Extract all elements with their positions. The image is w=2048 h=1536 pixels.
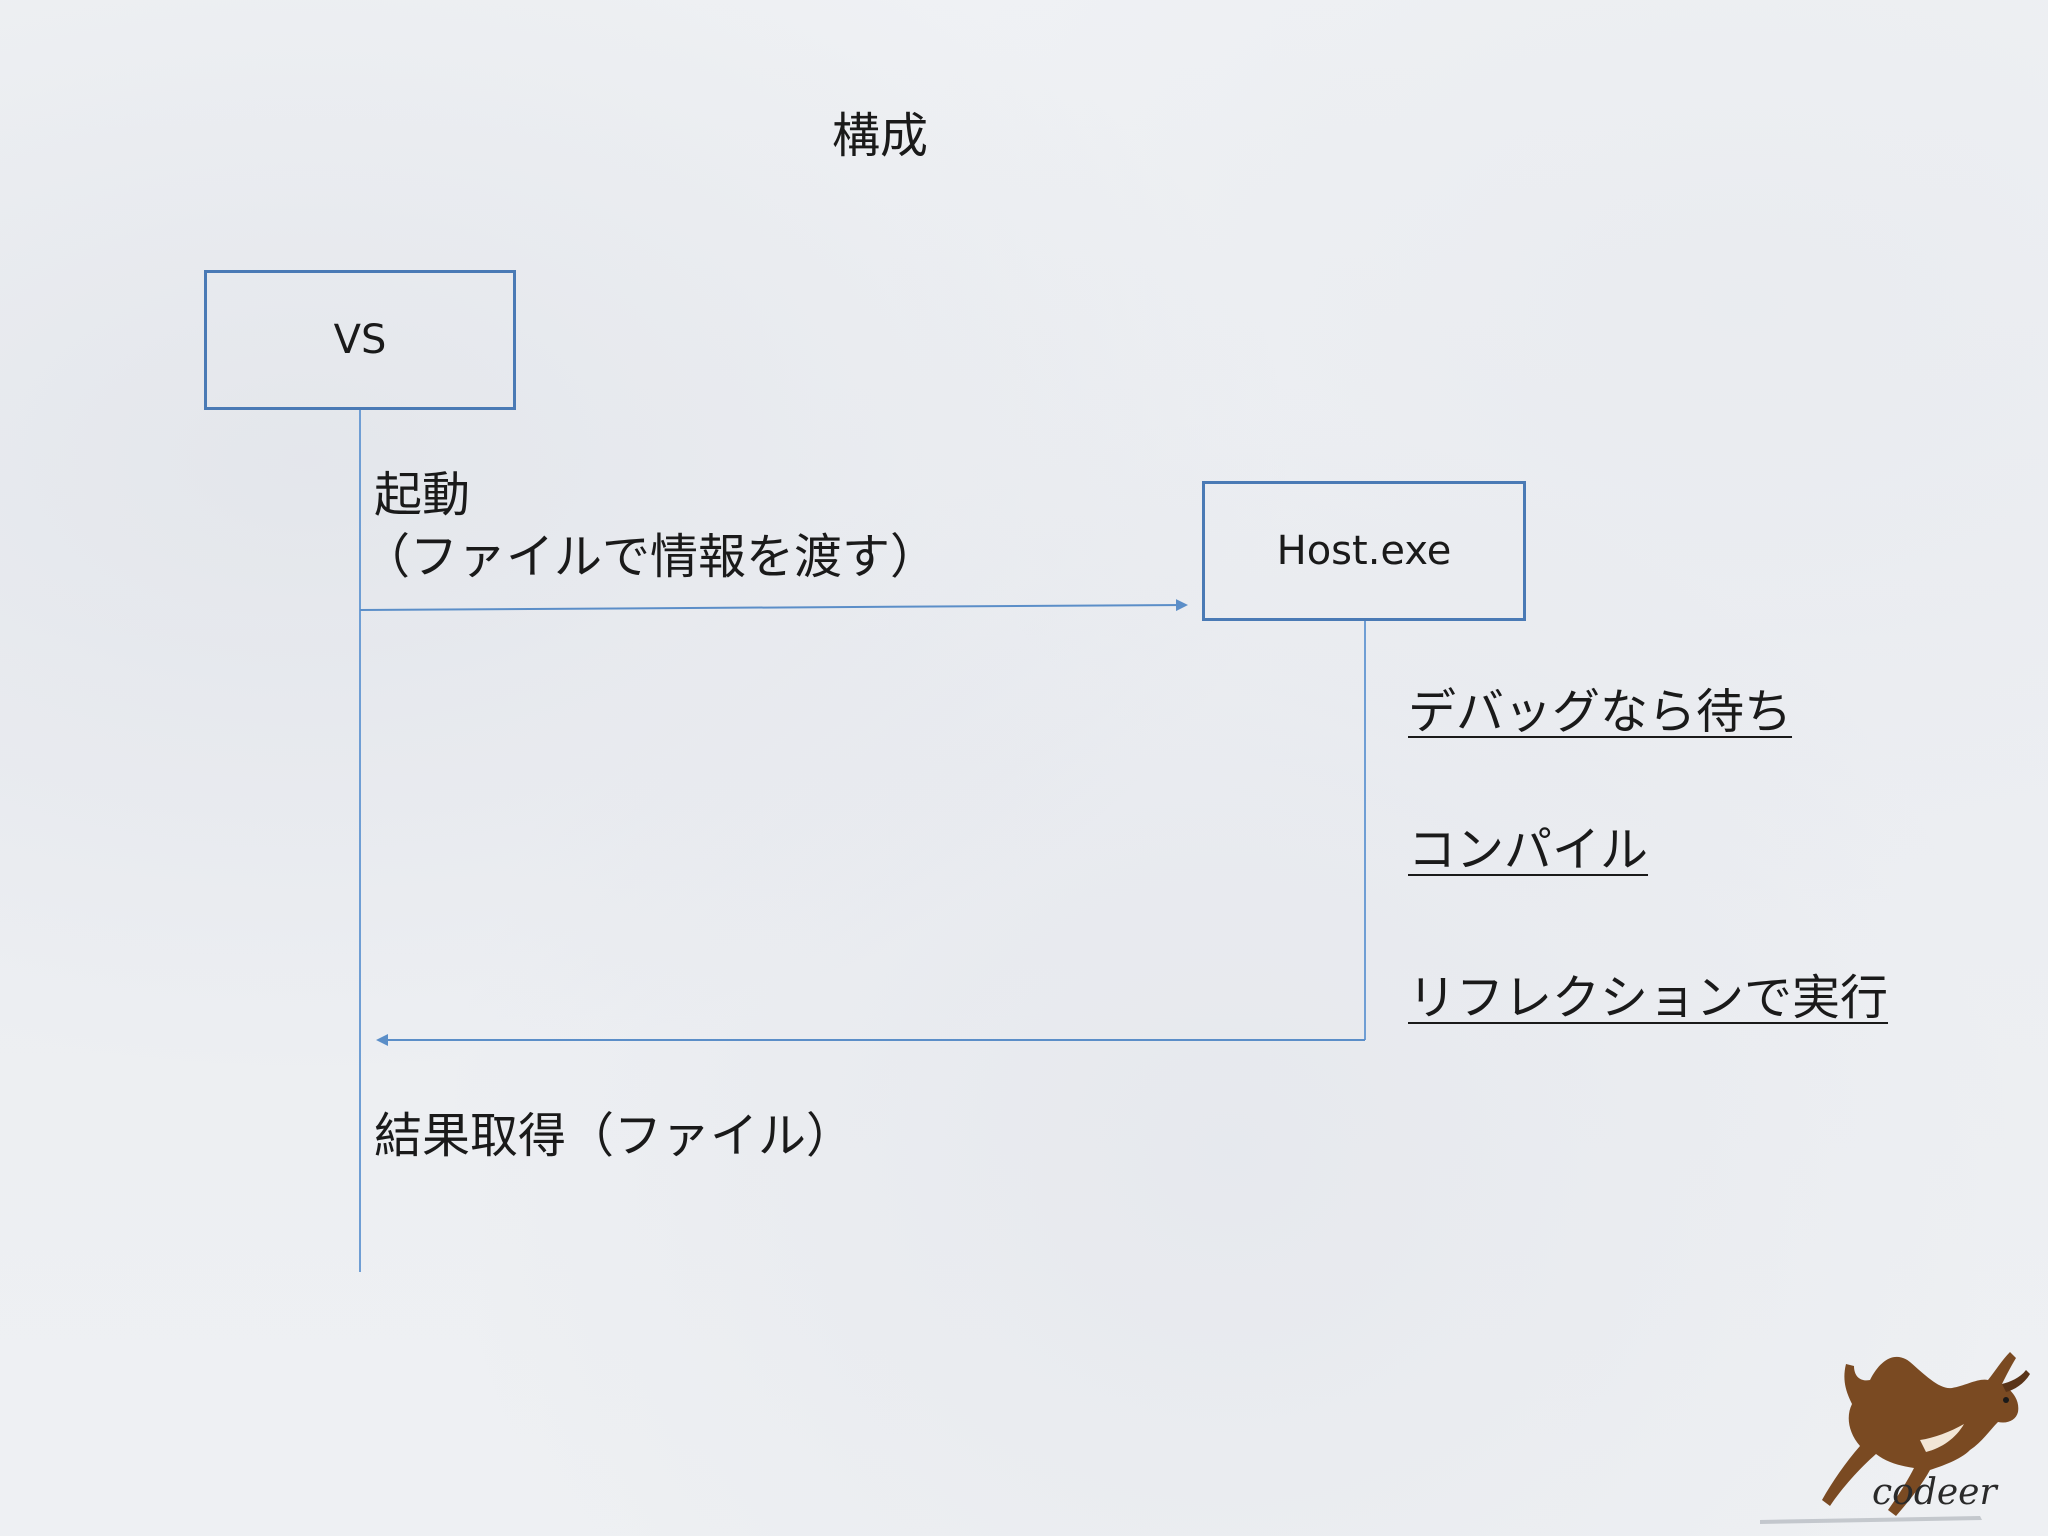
launch-arrow bbox=[359, 599, 1188, 612]
host-step-compile: コンパイル bbox=[1408, 822, 1649, 878]
launch-label-line1: 起動 bbox=[374, 467, 471, 523]
host-node-label: Host.exe bbox=[1276, 528, 1452, 574]
result-label: 結果取得（ファイル） bbox=[374, 1108, 855, 1164]
launch-label: 起動 （ファイルで情報を渡す） bbox=[362, 464, 938, 588]
host-step-debug-wait: デバッグなら待ち bbox=[1408, 684, 1793, 740]
host-step-reflection-run: リフレクションで実行 bbox=[1408, 970, 1889, 1026]
host-node: Host.exe bbox=[1202, 481, 1526, 621]
vs-node: VS bbox=[204, 270, 516, 410]
launch-label-line2: （ファイルで情報を渡す） bbox=[362, 529, 939, 585]
vs-node-label: VS bbox=[333, 317, 387, 363]
logo-text: codeer bbox=[1872, 1472, 1997, 1513]
slide-title: 構成 bbox=[831, 108, 928, 164]
deer-icon bbox=[1760, 1352, 2030, 1524]
